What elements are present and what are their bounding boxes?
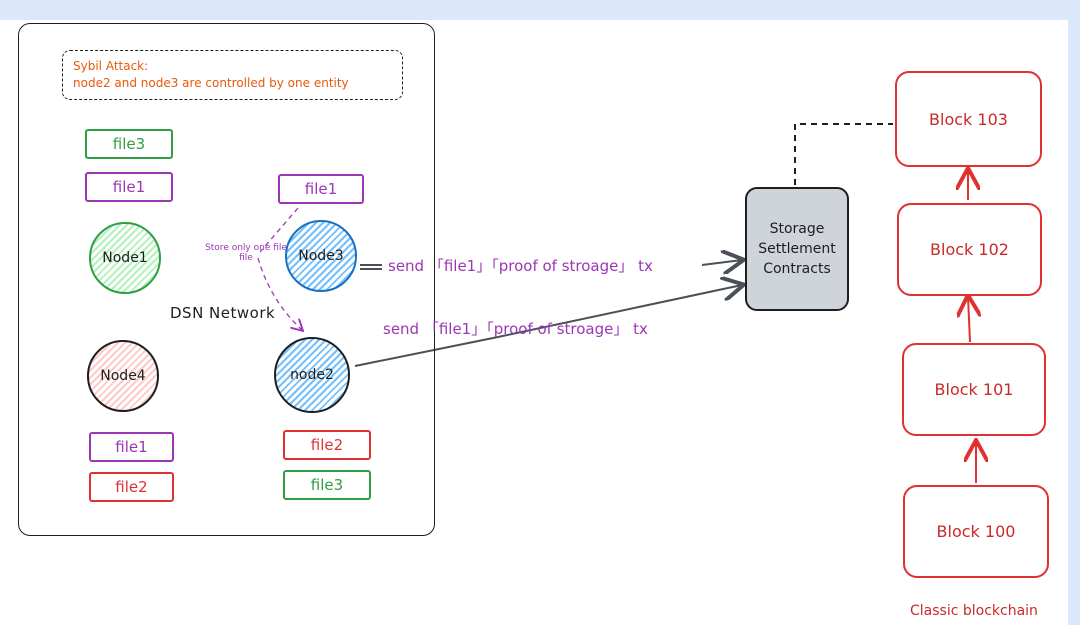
file-box-file1-node1: file1 [85,172,173,202]
file-box-file2-node4: file2 [89,472,174,502]
diagram-canvas: Sybil Attack: node2 and node3 are contro… [0,20,1068,625]
tx-label-node2: send 「file1」「proof of stroage」 tx [383,320,648,338]
file-label: file2 [310,436,344,454]
file-label: file3 [112,135,146,153]
store-one-file-note: Store only one file file [205,243,287,263]
block-label: Block 103 [929,109,1008,129]
contract-to-block103 [794,123,893,185]
block-label: Block 102 [930,240,1009,259]
sybil-title: Sybil Attack: [73,59,149,73]
file-box-file2-node2: file2 [283,430,371,460]
tx-line-node3 [360,264,382,270]
arrow-to-node2 [257,257,302,330]
arrow-file1-to-node3 [259,207,299,253]
block-103: Block 103 [895,71,1042,167]
chain-arrow-100-101 [968,297,970,343]
node1-circle: Node1 [89,222,161,294]
file-box-file3-node2: file3 [283,470,371,500]
node3-circle: Node3 [285,220,357,292]
connectors [257,123,1068,483]
node-label: Node4 [100,368,146,384]
node2-circle: node2 [274,337,350,413]
block-100: Block 100 [903,485,1049,578]
dsn-network-label: DSN Network [170,304,276,322]
block-label: Block 100 [936,522,1016,541]
storage-settlement-contract: Storage Settlement Contracts [745,187,849,311]
sybil-attack-note: Sybil Attack: node2 and node3 are contro… [62,50,403,100]
tx-label-node3: send 「file1」「proof of stroage」 tx [388,257,653,275]
file-label: file1 [115,438,148,456]
block-101: Block 101 [902,343,1046,436]
node-label: Node1 [102,250,148,266]
file-label: file2 [115,478,148,496]
classic-blockchain-caption: Classic blockchain [910,603,1038,619]
file-label: file3 [310,476,344,494]
file-box-file1-node3: file1 [278,174,364,204]
file-label: file1 [304,180,338,198]
node-label: Node3 [298,248,344,264]
file-box-file3-node1: file3 [85,129,173,159]
contract-label: Storage Settlement Contracts [758,221,836,277]
tx-line-node2 [354,336,499,367]
sybil-description: node2 and node3 are controlled by one en… [73,76,349,90]
file-label: file1 [112,178,146,196]
node4-circle: Node4 [87,340,159,412]
file-box-file1-node4: file1 [89,432,174,462]
node-label: node2 [290,367,334,383]
tx-arrow-node2 [497,285,742,338]
tx-arrow-node3 [701,260,742,265]
block-102: Block 102 [897,203,1042,296]
dsn-network-box [18,23,435,536]
block-label: Block 101 [934,380,1014,399]
